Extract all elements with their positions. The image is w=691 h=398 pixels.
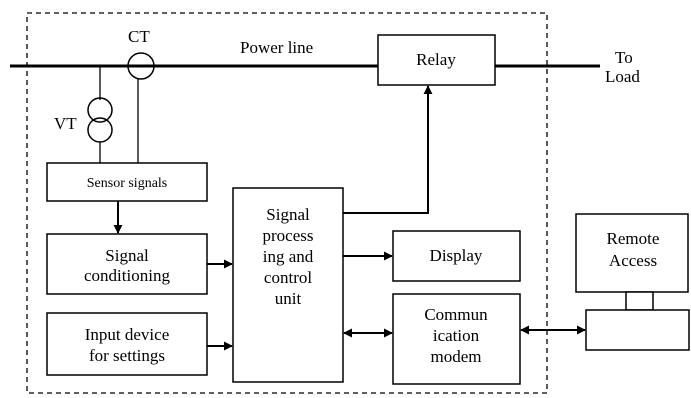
comm-label-line1: Commun xyxy=(424,305,488,324)
processing-label-line3: ing and xyxy=(263,247,314,266)
ct-label: CT xyxy=(128,27,150,46)
display-box xyxy=(392,230,521,282)
processing-to-relay-arrow xyxy=(343,85,433,214)
input-device-box xyxy=(46,312,208,376)
processing-label-line2: process xyxy=(263,226,314,245)
sensor-signals-box xyxy=(46,162,208,202)
relay-label: Relay xyxy=(416,50,456,69)
signal-conditioning-label-line1: Signal xyxy=(105,246,149,265)
ct-symbol xyxy=(127,52,155,80)
input-device-label-line1: Input device xyxy=(85,325,170,344)
power-line-label: Power line xyxy=(240,38,313,57)
comm-label-line2: ication xyxy=(433,326,480,345)
remote-label-line1: Remote xyxy=(607,229,660,248)
display-label: Display xyxy=(430,246,483,265)
to-load-label-line2: Load xyxy=(605,67,640,86)
processing-unit-box xyxy=(232,187,344,383)
to-load-label-line1: To xyxy=(615,48,633,67)
vt-symbol-top xyxy=(87,97,113,123)
comm-modem-box xyxy=(392,293,521,385)
vt-label: VT xyxy=(54,114,77,133)
processing-label-line5: unit xyxy=(275,289,302,308)
input-device-label-line2: for settings xyxy=(89,346,165,365)
remote-monitor xyxy=(575,213,689,293)
comm-label-line3: modem xyxy=(431,347,482,366)
relay-box xyxy=(377,34,496,86)
signal-conditioning-label-line2: conditioning xyxy=(84,266,170,285)
signal-conditioning-box xyxy=(46,233,208,295)
remote-label-line2: Access xyxy=(609,251,657,270)
processing-label-line4: control xyxy=(264,268,312,287)
remote-monitor-stand xyxy=(625,291,654,311)
processing-label-line1: Signal xyxy=(266,205,310,224)
remote-computer-base xyxy=(585,309,690,351)
sensor-signals-label: Sensor signals xyxy=(87,176,168,191)
